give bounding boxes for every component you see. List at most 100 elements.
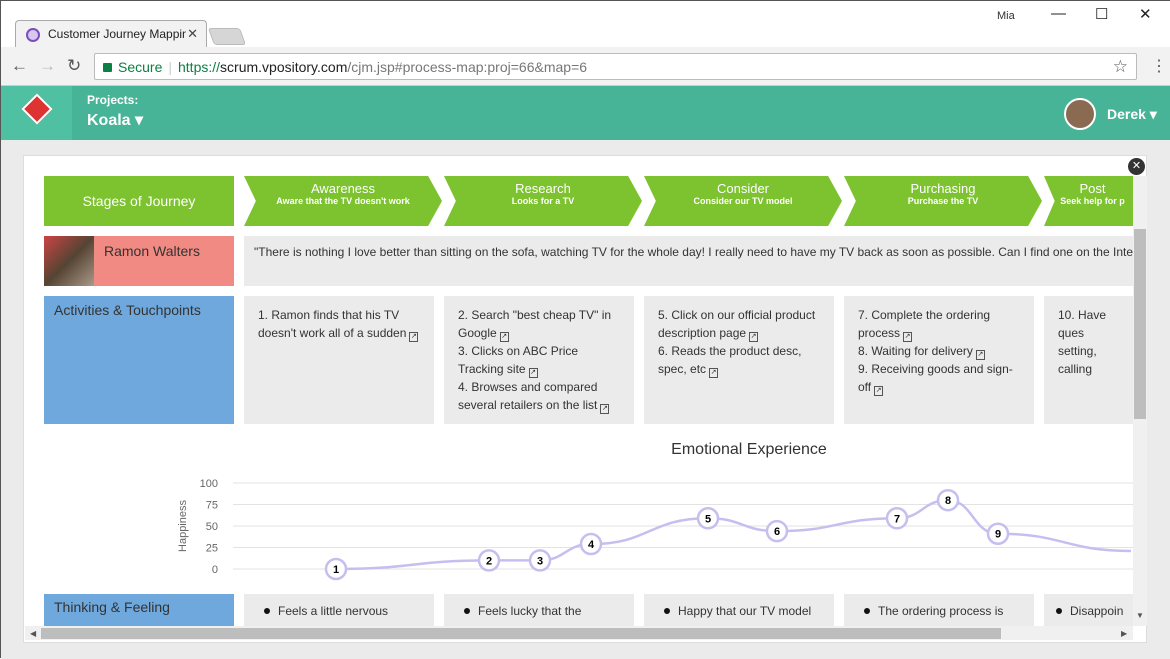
tab-close-icon[interactable]: ✕ — [187, 26, 198, 41]
activity-item[interactable]: 6. Reads the product desc, spec, etc — [658, 344, 802, 376]
avatar[interactable] — [1064, 98, 1096, 130]
y-tick-label: 100 — [200, 478, 218, 490]
url-host: scrum.vpository.com — [220, 59, 348, 75]
data-point-label: 7 — [894, 513, 900, 525]
projects-label: Projects: — [87, 93, 139, 107]
new-tab-button[interactable] — [207, 28, 247, 45]
app-logo-icon — [21, 93, 53, 125]
stage-title: Research — [515, 181, 571, 196]
data-point-label: 5 — [705, 513, 711, 525]
data-point[interactable] — [696, 507, 720, 530]
user-menu[interactable]: Derek ▾ — [1107, 106, 1157, 122]
data-point-label: 1 — [333, 564, 339, 576]
data-point[interactable] — [936, 488, 960, 512]
project-dropdown[interactable]: Koala ▾ — [87, 112, 144, 129]
thinking-card[interactable]: Happy that our TV model — [644, 594, 834, 626]
vertical-scroll-thumb[interactable] — [1134, 229, 1146, 419]
data-point-label: 9 — [995, 529, 1001, 541]
browser-menu-icon[interactable]: ⋮ — [1151, 58, 1167, 75]
activity-card[interactable]: 5. Click on our official product descrip… — [644, 296, 834, 424]
thinking-card[interactable]: Disappoin — [1044, 594, 1133, 626]
stage-subtitle: Looks for a TV — [511, 196, 575, 206]
data-point-label: 8 — [945, 495, 951, 507]
activity-item[interactable]: 7. Complete the ordering process — [858, 308, 991, 340]
address-bar[interactable]: Secure|https://scrum.vpository.com/cjm.j… — [94, 53, 1137, 80]
activity-item[interactable]: 10. Have ques setting, calling — [1058, 308, 1107, 376]
link-icon[interactable]: ↗ — [709, 368, 719, 378]
secure-label: Secure — [118, 59, 163, 75]
stage-subtitle: Seek help for p — [1060, 196, 1125, 206]
url-scheme: https:// — [178, 59, 221, 75]
y-tick-label: 75 — [206, 500, 218, 512]
persona-photo — [44, 236, 94, 286]
data-point[interactable] — [765, 519, 789, 543]
persona-name: Ramon Walters — [104, 243, 200, 259]
persona-card[interactable]: Ramon Walters — [44, 236, 234, 286]
scroll-down-arrow-icon[interactable]: ▼ — [1136, 611, 1144, 620]
close-window-button[interactable]: ✕ — [1139, 6, 1152, 23]
data-point[interactable] — [885, 507, 909, 530]
activity-item[interactable]: 1. Ramon finds that his TV doesn't work … — [258, 308, 407, 340]
link-icon[interactable]: ↗ — [409, 332, 419, 342]
activity-item[interactable]: 3. Clicks on ABC Price Tracking site — [458, 344, 579, 376]
data-point[interactable] — [324, 557, 348, 581]
scroll-right-arrow-icon[interactable]: ▶ — [1121, 629, 1128, 638]
back-icon[interactable]: ← — [11, 56, 28, 75]
link-icon[interactable]: ↗ — [749, 332, 759, 342]
activity-card[interactable]: 10. Have ques setting, calling — [1044, 296, 1133, 424]
browser-toolbar: ← → ↻ Secure|https://scrum.vpository.com… — [1, 47, 1170, 86]
stage-title: Purchasing — [910, 181, 976, 196]
thinking-card[interactable]: Feels lucky that the — [444, 594, 634, 626]
thinking-label: Thinking & Feeling — [44, 594, 234, 626]
scroll-left-arrow-icon[interactable]: ◀ — [30, 629, 37, 638]
data-point[interactable] — [986, 522, 1010, 545]
bookmark-star-icon[interactable]: ☆ — [1112, 57, 1128, 76]
logo-area[interactable] — [1, 86, 72, 140]
favicon-icon — [26, 28, 40, 42]
activity-card[interactable]: 7. Complete the ordering process↗8. Wait… — [844, 296, 1034, 424]
chart-title: Emotional Experience — [671, 441, 827, 458]
activity-card[interactable]: 2. Search "best cheap TV" in Google↗3. C… — [444, 296, 634, 424]
link-icon[interactable]: ↗ — [499, 332, 509, 342]
link-icon[interactable]: ↗ — [528, 368, 538, 378]
stage-title: Awareness — [310, 181, 376, 196]
activity-item[interactable]: 2. Search "best cheap TV" in Google — [458, 308, 612, 340]
horizontal-scroll-thumb[interactable] — [41, 628, 1001, 639]
y-tick-label: 0 — [212, 564, 218, 576]
data-point[interactable] — [528, 549, 552, 572]
y-tick-label: 50 — [206, 521, 218, 533]
activity-card[interactable]: 1. Ramon finds that his TV doesn't work … — [244, 296, 434, 424]
url-path: /cjm.jsp#process-map:proj=66&map=6 — [347, 59, 588, 75]
link-icon[interactable]: ↗ — [600, 404, 610, 414]
activity-item[interactable]: 4. Browses and compared several retailer… — [458, 380, 598, 412]
thinking-card[interactable]: Feels a little nervous — [244, 594, 434, 626]
maximize-button[interactable]: ☐ — [1095, 6, 1109, 23]
link-icon[interactable]: ↗ — [903, 332, 913, 342]
link-icon[interactable]: ↗ — [975, 350, 985, 360]
data-point-label: 6 — [774, 526, 780, 538]
profile-name[interactable]: Mia — [997, 10, 1015, 22]
minimize-button[interactable]: — — [1051, 5, 1066, 22]
activity-item[interactable]: 5. Click on our official product descrip… — [658, 308, 816, 340]
data-point[interactable] — [477, 549, 501, 572]
close-map-button[interactable]: ✕ — [1128, 158, 1145, 175]
stage-title: Consider — [716, 181, 770, 196]
activity-item[interactable]: 9. Receiving goods and sign-off — [858, 362, 1013, 394]
y-tick-label: 25 — [206, 543, 218, 555]
tab-title: Customer Journey Mapping — [48, 27, 186, 41]
browser-tab[interactable]: Customer Journey Mapping✕ — [15, 20, 207, 48]
activity-item[interactable]: 8. Waiting for delivery — [858, 344, 973, 358]
forward-icon[interactable]: → — [39, 56, 56, 75]
thinking-card[interactable]: The ordering process is — [844, 594, 1034, 626]
browser-titlebar: Customer Journey Mapping✕ Mia — ☐ ✕ — [1, 1, 1170, 48]
reload-icon[interactable]: ↻ — [67, 56, 82, 75]
link-icon[interactable]: ↗ — [874, 386, 884, 396]
stage-subtitle: Consider our TV model — [693, 196, 793, 206]
data-point[interactable] — [579, 532, 603, 556]
